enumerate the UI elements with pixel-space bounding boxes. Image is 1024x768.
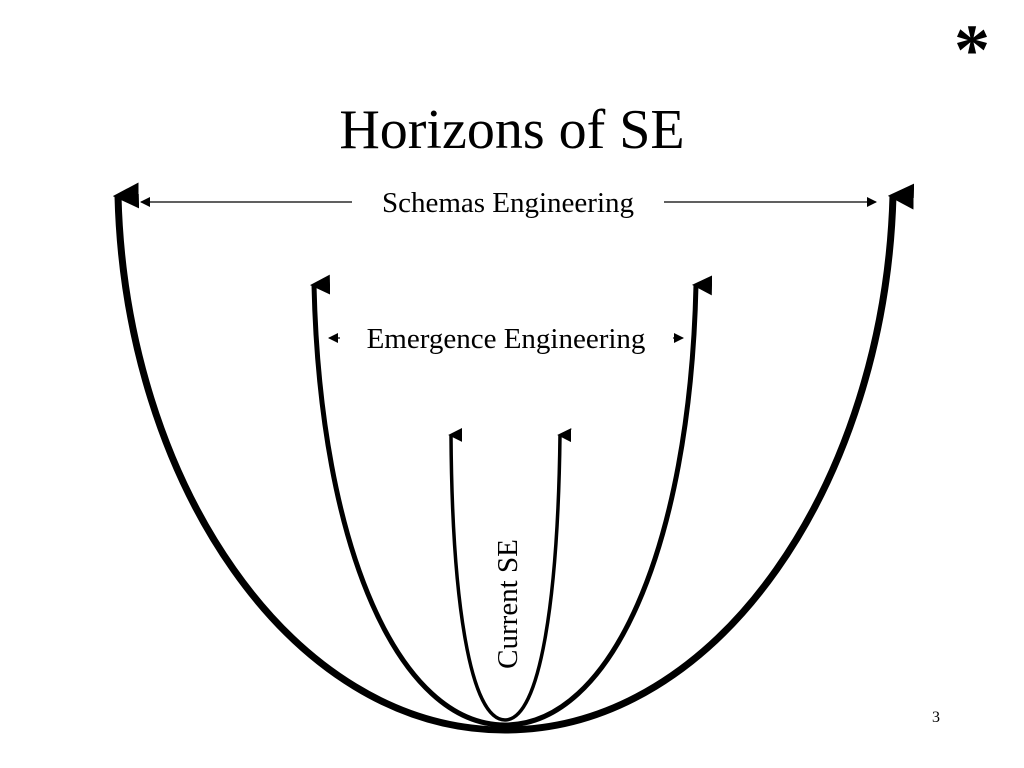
slide-title: Horizons of SE xyxy=(339,99,685,161)
current-horizon-right-arc xyxy=(504,428,572,722)
emergence-horizon-right-arc xyxy=(504,275,713,728)
current-horizon-left-arc xyxy=(448,427,506,722)
schemas-horizon-left-arc xyxy=(112,182,506,734)
schemas-engineering-label: Schemas Engineering xyxy=(382,187,634,219)
current-se-label: Current SE xyxy=(492,539,524,669)
corner-asterisk: * xyxy=(954,10,990,90)
emergence-horizon-left-arc xyxy=(310,274,506,728)
schemas-horizon-right-arc xyxy=(504,183,915,734)
page-number: 3 xyxy=(932,709,940,726)
emergence-engineering-label: Emergence Engineering xyxy=(367,323,646,355)
